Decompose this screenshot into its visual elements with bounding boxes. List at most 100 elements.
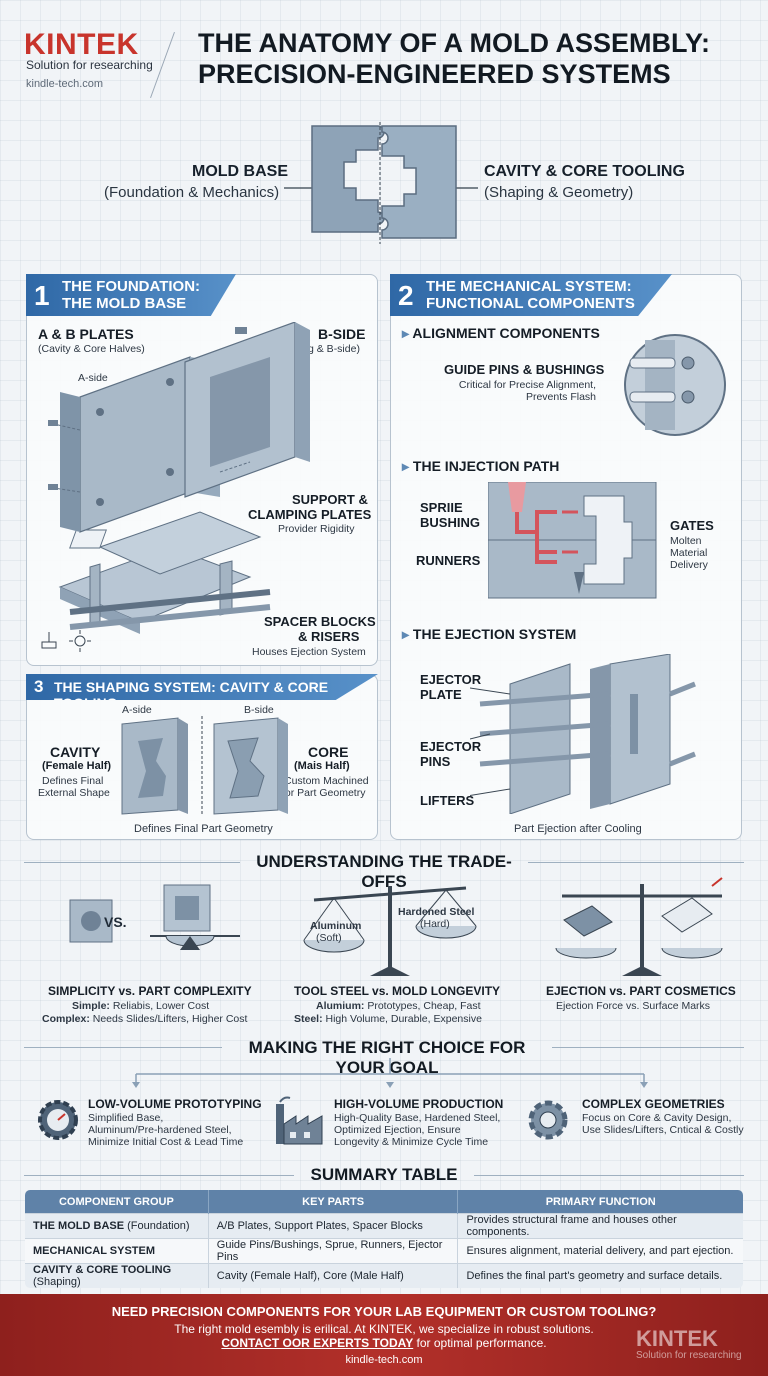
- cavity-sub: (Female Half): [42, 760, 112, 772]
- arrow-icon: ▸: [402, 626, 410, 642]
- tradeoff2-line1: Alumium: Prototypes, Cheap, Fast: [316, 1000, 481, 1012]
- tradeoffs-rule-right: [528, 862, 744, 863]
- table-row: CAVITY & CORE TOOLING (Shaping) Cavity (…: [25, 1263, 743, 1288]
- mold-base-exploded-illustration: [48, 322, 310, 634]
- a-side-label: A-side: [78, 372, 108, 384]
- table-header-parts: KEY PARTS: [208, 1190, 459, 1214]
- lifters-label: LIFTERS: [420, 793, 475, 808]
- ejection-system-illustration: [470, 654, 696, 814]
- banner-mechanical-title-1: THE MECHANICAL SYSTEM:: [426, 278, 632, 295]
- brand-logo: KINTEK: [24, 28, 139, 61]
- summary-heading: SUMMARY TABLE: [310, 1165, 458, 1184]
- page-title: THE ANATOMY OF A MOLD ASSEMBLY: PRECISIO…: [198, 28, 758, 90]
- footer-line2: The right mold esembly is erilical. At K…: [174, 1322, 594, 1336]
- table-cell-parts: Cavity (Female Half), Core (Male Half): [208, 1263, 459, 1288]
- hero-cavity-title: CAVITY & CORE TOOLING: [484, 163, 685, 180]
- choice2-title: HIGH-VOLUME PRODUCTION: [334, 1097, 504, 1111]
- runners-label: RUNNERS: [416, 553, 481, 568]
- sprue-label-2: BUSHING: [420, 515, 480, 530]
- tradeoff1-line1-bold: Simple:: [72, 1000, 110, 1012]
- choice2-line1: High-Quality Base, Hardened Steel,: [334, 1112, 501, 1124]
- footer-url[interactable]: kindle-tech.com: [345, 1354, 423, 1366]
- b-side-title: B-SIDE: [318, 326, 366, 342]
- core-sub: (Mais Half): [294, 760, 350, 772]
- table-cell-group-text: (Shaping): [33, 1276, 81, 1288]
- choice3-line2: Use Slides/Lifters, Cntical & Costly: [582, 1124, 744, 1136]
- tradeoff2-line1-bold: Alumium:: [316, 1000, 365, 1012]
- choice1-line2: Aluminum/Pre-hardened Steel,: [88, 1124, 232, 1136]
- summary-rule-right: [474, 1175, 744, 1176]
- tradeoff2-title: TOOL STEEL vs. MOLD LONGEVITY: [294, 984, 501, 998]
- ejection-scale-illustration: [555, 877, 723, 976]
- complexity-illustration: [69, 884, 240, 950]
- shaping-b-side: B-side: [244, 704, 274, 716]
- banner-foundation: 1 THE FOUNDATION: THE MOLD BASE: [26, 274, 236, 316]
- table-cell-group-bold: MECHANICAL SYSTEM: [33, 1245, 156, 1257]
- ejection-heading: ▸ THE EJECTION SYSTEM: [402, 626, 576, 643]
- tradeoff3-sub: Ejection Force vs. Surface Marks: [556, 1000, 711, 1012]
- ejection-caption: Part Ejection after Cooling: [514, 823, 642, 835]
- banner-shaping: 3 THE SHAPING SYSTEM: CAVITY & CORE TOOL…: [26, 674, 378, 700]
- choice2-line2: Optimized Ejection, Ensure: [334, 1124, 461, 1136]
- header-divider: [150, 31, 175, 99]
- table-header-row: COMPONENT GROUP KEY PARTS PRIMARY FUNCTI…: [25, 1190, 743, 1214]
- cavity-title: CAVITY: [50, 744, 101, 760]
- choice1-title: LOW-VOLUME PROTOTYPING: [88, 1097, 262, 1111]
- cavity-core-illustration: [121, 716, 288, 816]
- table-cell-group: MECHANICAL SYSTEM: [25, 1238, 209, 1264]
- contact-experts-link[interactable]: CONTACT OOR EXPERTS TODAY: [221, 1336, 414, 1350]
- footer-cta-tail: for optimal performance.: [413, 1336, 547, 1350]
- footer-logo: KINTEK: [636, 1326, 718, 1351]
- brand-tagline: Solution for researching: [26, 58, 153, 72]
- spacer-blocks-title-2: & RISERS: [298, 629, 360, 644]
- core-desc-1: Custom Machined: [284, 775, 369, 787]
- tradeoff1-line2: Complex: Needs Slides/Lifters, Higher Co…: [42, 1013, 247, 1025]
- brand-url[interactable]: kindle-tech.com: [26, 78, 104, 90]
- footer-headline: NEED PRECISION COMPONENTS FOR YOUR LAB E…: [111, 1304, 657, 1319]
- tradeoff2-right-2: (Hard): [420, 918, 450, 930]
- banner-mechanical: 2 THE MECHANICAL SYSTEM: FUNCTIONAL COMP…: [390, 274, 672, 316]
- ejector-pins-label-2: PINS: [420, 754, 451, 769]
- guide-pins-title: GUIDE PINS & BUSHINGS: [444, 362, 605, 377]
- table-cell-group-text: (Foundation): [124, 1220, 190, 1232]
- table-cell-function: Provides structural frame and houses oth…: [457, 1213, 743, 1239]
- ejector-pins-label-1: EJECTOR: [420, 739, 482, 754]
- choice-rule-right: [552, 1047, 744, 1048]
- banner-shaping-title: THE SHAPING SYSTEM: CAVITY & CORE TOOLIN…: [54, 679, 329, 700]
- tradeoff2-line2-text: High Volume, Durable, Expensive: [322, 1013, 482, 1025]
- injection-heading: ▸ THE INJECTION PATH: [402, 458, 559, 475]
- ejector-plate-label-1: EJECTOR: [420, 672, 482, 687]
- tradeoff2-line2: Steel: High Volume, Durable, Expensive: [294, 1013, 482, 1025]
- sprue-label-1: SPRIIE: [420, 500, 463, 515]
- banner-foundation-title-2: THE MOLD BASE: [62, 295, 187, 312]
- table-header-group: COMPONENT GROUP: [25, 1190, 209, 1214]
- gates-sub-3: Delivery: [670, 559, 708, 571]
- settings-mini-icons: [41, 630, 91, 652]
- tradeoff2-left-1: Aluminum: [310, 920, 362, 932]
- choice-connector: [132, 1058, 648, 1088]
- tradeoff1-line1-text: Reliabis, Lower Cost: [109, 1000, 210, 1012]
- table-row: THE MOLD BASE (Foundation) A/B Plates, S…: [25, 1213, 743, 1239]
- ab-plates-sub: (Cavity & Core Halves): [38, 343, 145, 355]
- banner-shaping-num: 3: [34, 677, 44, 696]
- choice3-line1: Focus on Core & Cavity Design,: [582, 1112, 732, 1124]
- choice3-title: COMPLEX GEOMETRIES: [582, 1097, 725, 1111]
- page-title-line2: PRECISION-ENGINEERED SYSTEMS: [198, 59, 671, 89]
- footer-cta-line: CONTACT OOR EXPERTS TODAY for optimal pe…: [0, 1336, 768, 1350]
- spacer-blocks-title-1: SPACER BLOCKS: [264, 614, 376, 629]
- page-title-line1: THE ANATOMY OF A MOLD ASSEMBLY:: [198, 28, 711, 58]
- tradeoffs-rule-left: [24, 862, 240, 863]
- support-plates-title-1: SUPPORT &: [292, 492, 368, 507]
- banner-foundation-title-1: THE FOUNDATION:: [62, 278, 201, 295]
- banner-mechanical-title-2: FUNCTIONAL COMPONENTS: [426, 295, 635, 312]
- tradeoff1-line2-text: Needs Slides/Lifters, Higher Cost: [89, 1013, 248, 1025]
- guide-pins-sub-2: Prevents Flash: [525, 391, 596, 403]
- choice-rule-left: [24, 1047, 222, 1048]
- table-cell-group-bold: CAVITY & CORE TOOLING: [33, 1264, 172, 1276]
- tradeoff2-line2-bold: Steel:: [294, 1013, 323, 1025]
- banner-foundation-num: 1: [34, 280, 50, 311]
- choice1-line1: Simplified Base,: [88, 1112, 164, 1124]
- injection-path-illustration: [488, 482, 657, 599]
- gates-sub-1: Molten: [670, 535, 702, 547]
- ejector-plate-label-2: PLATE: [420, 687, 462, 702]
